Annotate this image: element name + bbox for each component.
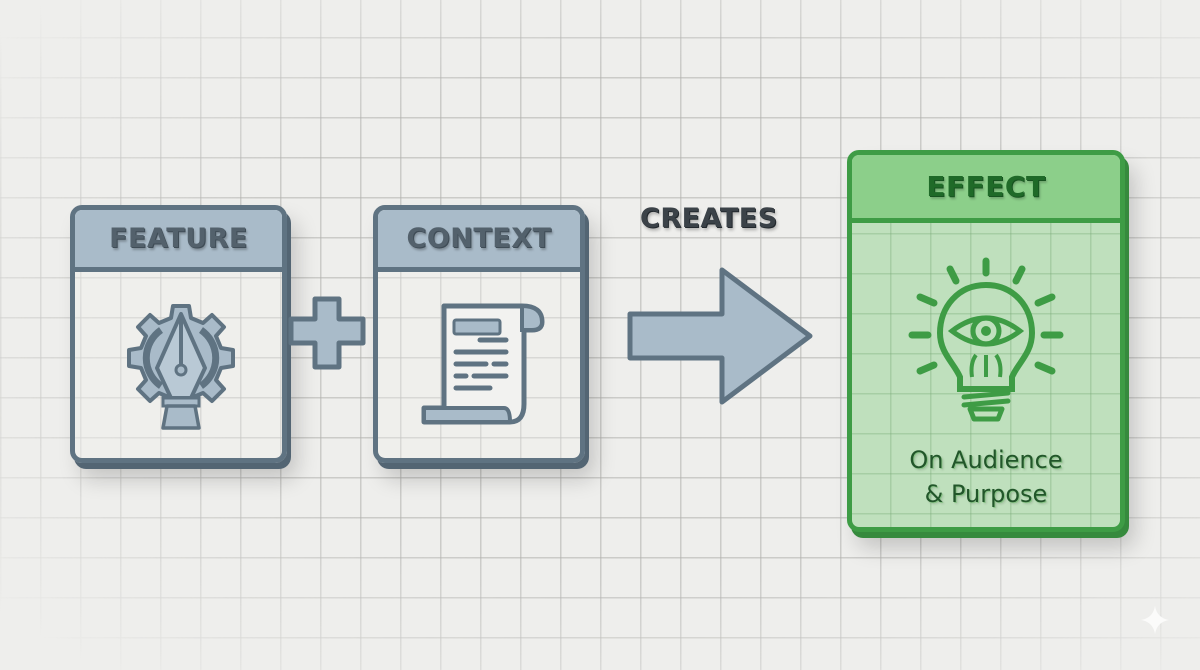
effect-title: EFFECT [926, 170, 1046, 203]
context-title: CONTEXT [406, 223, 552, 254]
effect-subtitle-line1: On Audience [909, 446, 1063, 474]
feature-card-header: FEATURE [75, 210, 282, 272]
plus-icon [288, 296, 366, 370]
context-card-header: CONTEXT [378, 210, 580, 272]
feature-title: FEATURE [109, 223, 248, 254]
gear-pen-nib-icon [127, 304, 235, 430]
sparkle-icon [1141, 606, 1169, 634]
context-card: CONTEXT [373, 205, 585, 463]
effect-card-header: EFFECT [852, 155, 1120, 223]
effect-subtitle: On Audience & Purpose [852, 443, 1120, 511]
effect-card: EFFECT On Audience & Purpose [847, 150, 1125, 532]
lightbulb-eye-icon [908, 257, 1064, 422]
arrow-right-icon [627, 267, 813, 405]
document-scroll-icon [421, 303, 545, 425]
edge-label-creates: CREATES [640, 203, 778, 234]
effect-subtitle-line2: & Purpose [924, 480, 1048, 508]
feature-card: FEATURE [70, 205, 287, 463]
